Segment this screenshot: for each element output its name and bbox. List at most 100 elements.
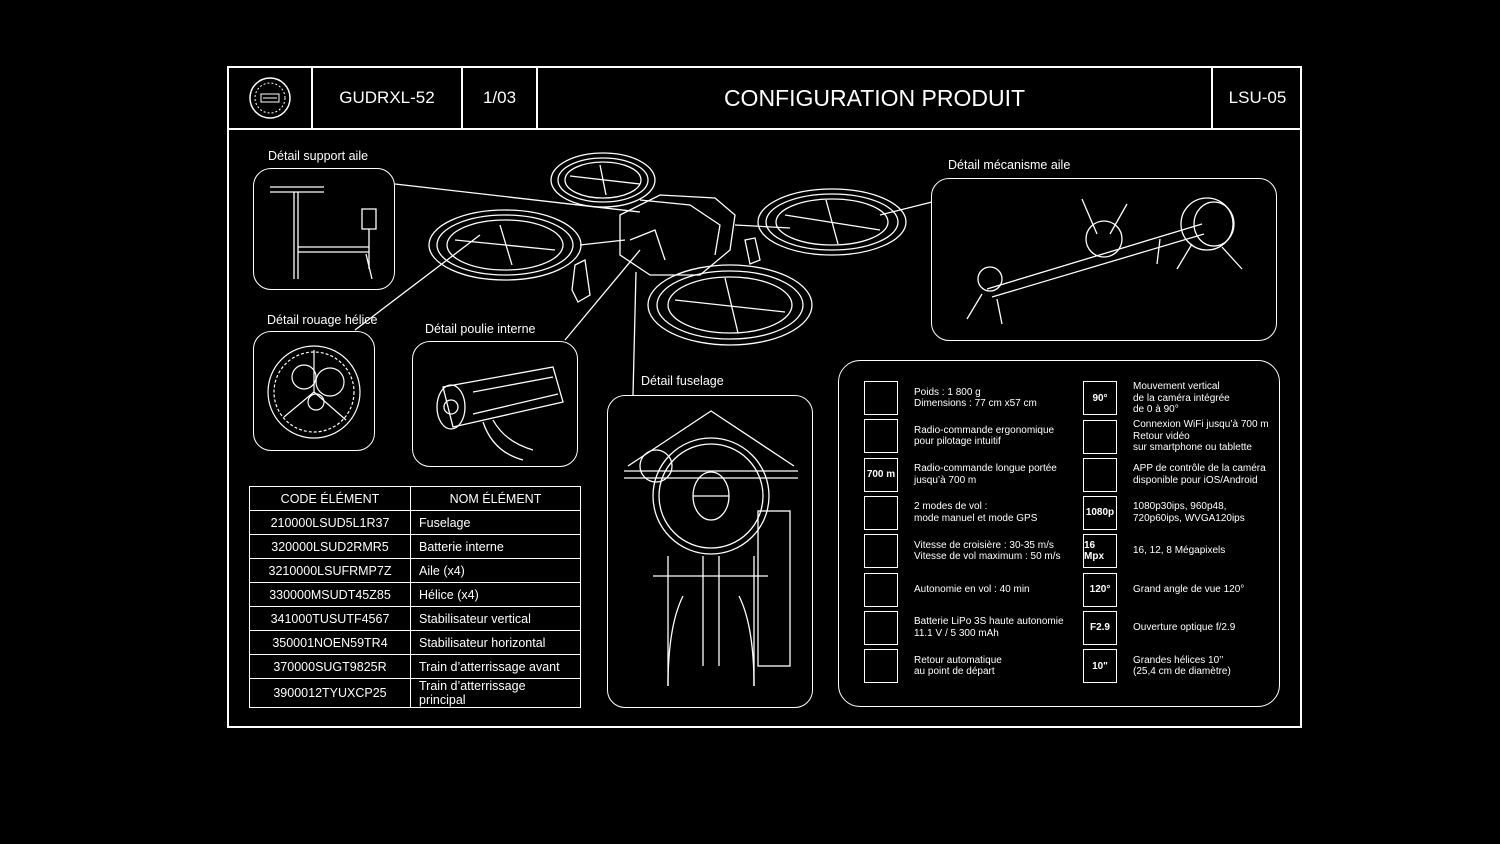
plane-autonomy-icon [864, 572, 898, 607]
propeller-icon: 10" [1083, 649, 1117, 684]
detail-rouage-helice-box [253, 331, 375, 451]
feature-text: Vitesse de croisière : 30-35 m/s Vitesse… [914, 539, 1061, 563]
stamp-icon [249, 77, 291, 119]
detail-support-aile-box [253, 168, 395, 290]
part-name: Aile (x4) [410, 558, 581, 583]
feature-item: 120° Grand angle de vue 120° [1083, 572, 1245, 607]
feature-item: 16 Mpx 16, 12, 8 Mégapixels [1083, 534, 1226, 569]
feature-item: Autonomie en vol : 40 min [864, 572, 1030, 607]
callout-mecanisme-aile: Détail mécanisme aile [948, 158, 1071, 172]
wide-angle-icon: 120° [1083, 572, 1117, 607]
plane-speed-icon [864, 534, 898, 569]
megapixel-icon: 16 Mpx [1083, 534, 1117, 569]
detail-mecanisme-aile-box [931, 178, 1277, 341]
feature-text: 2 modes de vol : mode manuel et mode GPS [914, 501, 1038, 524]
feature-item: Radio-commande ergonomique pour pilotage… [864, 419, 1055, 454]
part-code: 320000LSUD2RMR5 [249, 534, 411, 559]
rotor-front-left [428, 209, 582, 281]
rotor-rear-right [757, 188, 907, 256]
feature-item: 90° Mouvement vertical de la caméra intég… [1083, 381, 1230, 416]
callout-fuselage: Détail fuselage [641, 374, 724, 388]
battery-icon [864, 610, 898, 645]
plane-modes-icon [864, 495, 898, 530]
part-name: Train d’atterrissage avant [410, 654, 581, 679]
document-code: LSU-05 [1228, 88, 1287, 107]
feature-item: Connexion WiFi jusqu’à 700 m Retour vidé… [1083, 419, 1269, 454]
part-code: 3900012TYUXCP25 [249, 678, 411, 708]
column-header-code: CODE ÉLÉMENT [249, 486, 411, 511]
rotor-front-right [647, 264, 813, 346]
feature-text: Batterie LiPo 3S haute autonomie 11.1 V … [914, 616, 1064, 639]
camera-tilt-icon: 90° [1083, 381, 1117, 416]
feature-text: Ouverture optique f/2.9 [1133, 622, 1236, 634]
feature-text: Grandes hélices 10’’ (25,4 cm de diamètr… [1133, 654, 1231, 678]
feature-text: Connexion WiFi jusqu’à 700 m Retour vidé… [1133, 419, 1269, 454]
feature-item: 1080p 1080p30ips, 960p48, 720p60ips, WVGA… [1083, 495, 1245, 530]
part-name: Stabilisateur vertical [410, 606, 581, 631]
feature-item: 10" Grandes hélices 10’’ (25,4 cm de diam… [1083, 649, 1231, 684]
part-code: 370000SUGT9825R [249, 654, 411, 679]
part-name: Train d’atterrissage principal [410, 678, 581, 708]
features-box [838, 360, 1280, 707]
part-name: Fuselage [410, 510, 581, 535]
feature-item: Vitesse de croisière : 30-35 m/s Vitesse… [864, 534, 1061, 569]
page-number: 1/03 [463, 68, 538, 128]
feature-text: APP de contrôle de la caméra disponible … [1133, 463, 1266, 486]
feature-text: Poids : 1 800 g Dimensions : 77 cm x57 c… [914, 386, 1037, 410]
callout-support-aile: Détail support aile [268, 149, 369, 163]
detail-fuselage-box [607, 395, 813, 708]
detail-poulie-interne-box [412, 341, 578, 467]
drone-icon [864, 381, 898, 415]
pulley-drawing [436, 366, 564, 461]
feature-text: 16, 12, 8 Mégapixels [1133, 545, 1226, 557]
feature-text: Retour automatique au point de départ [914, 654, 1002, 678]
feature-item: 700 m Radio-commande longue portée jusqu’… [864, 457, 1057, 492]
propeller-gear-drawing [267, 345, 361, 439]
part-name: Batterie interne [410, 534, 581, 559]
page-title: CONFIGURATION PRODUIT [538, 68, 1213, 128]
wifi-icon [1083, 419, 1117, 454]
reference-cell: GUDRXL-52 [313, 68, 463, 128]
fuselage-drawing [624, 410, 798, 687]
feature-text: Radio-commande ergonomique pour pilotage… [914, 424, 1055, 448]
range-icon: 700 m [864, 457, 898, 492]
parts-table: CODE ÉLÉMENT NOM ÉLÉMENT 210000LSUD5L1R3… [249, 486, 581, 708]
feature-item: Retour automatique au point de départ [864, 649, 1002, 684]
part-code: 330000MSUDT45Z85 [249, 582, 411, 607]
full-hd-icon: 1080p [1083, 495, 1117, 530]
feature-text: Mouvement vertical de la caméra intégrée… [1133, 381, 1230, 415]
part-code: 341000TUSUTF4567 [249, 606, 411, 631]
part-code: 350001NOEN59TR4 [249, 630, 411, 655]
aperture-icon: F2.9 [1083, 610, 1117, 645]
feature-text: Grand angle de vue 120° [1133, 583, 1245, 595]
phone-app-icon [1083, 457, 1117, 492]
return-home-icon [864, 649, 898, 684]
wing-support-drawing [270, 186, 377, 280]
remote-control-icon [864, 419, 898, 454]
callout-poulie-interne: Détail poulie interne [425, 322, 536, 336]
feature-item: F2.9 Ouverture optique f/2.9 [1083, 610, 1236, 645]
part-code: 210000LSUD5L1R37 [249, 510, 411, 535]
part-code: 3210000LSUFRMP7Z [249, 558, 411, 583]
title-block: GUDRXL-52 1/03 CONFIGURATION PRODUIT LSU… [229, 68, 1300, 130]
part-name: Stabilisateur horizontal [410, 630, 581, 655]
feature-item: Batterie LiPo 3S haute autonomie 11.1 V … [864, 610, 1064, 645]
feature-item: 2 modes de vol : mode manuel et mode GPS [864, 495, 1038, 530]
column-header-name: NOM ÉLÉMENT [410, 486, 581, 511]
stamp-logo [229, 68, 313, 128]
feature-item: APP de contrôle de la caméra disponible … [1083, 457, 1266, 492]
feature-text: Radio-commande longue portée jusqu’à 700… [914, 463, 1057, 486]
feature-item: Poids : 1 800 g Dimensions : 77 cm x57 c… [864, 381, 1037, 415]
rotor-rear-left [550, 152, 656, 208]
blueprint-sheet: GUDRXL-52 1/03 CONFIGURATION PRODUIT LSU… [227, 66, 1302, 728]
feature-text: 1080p30ips, 960p48, 720p60ips, WVGA120ip… [1133, 501, 1245, 524]
